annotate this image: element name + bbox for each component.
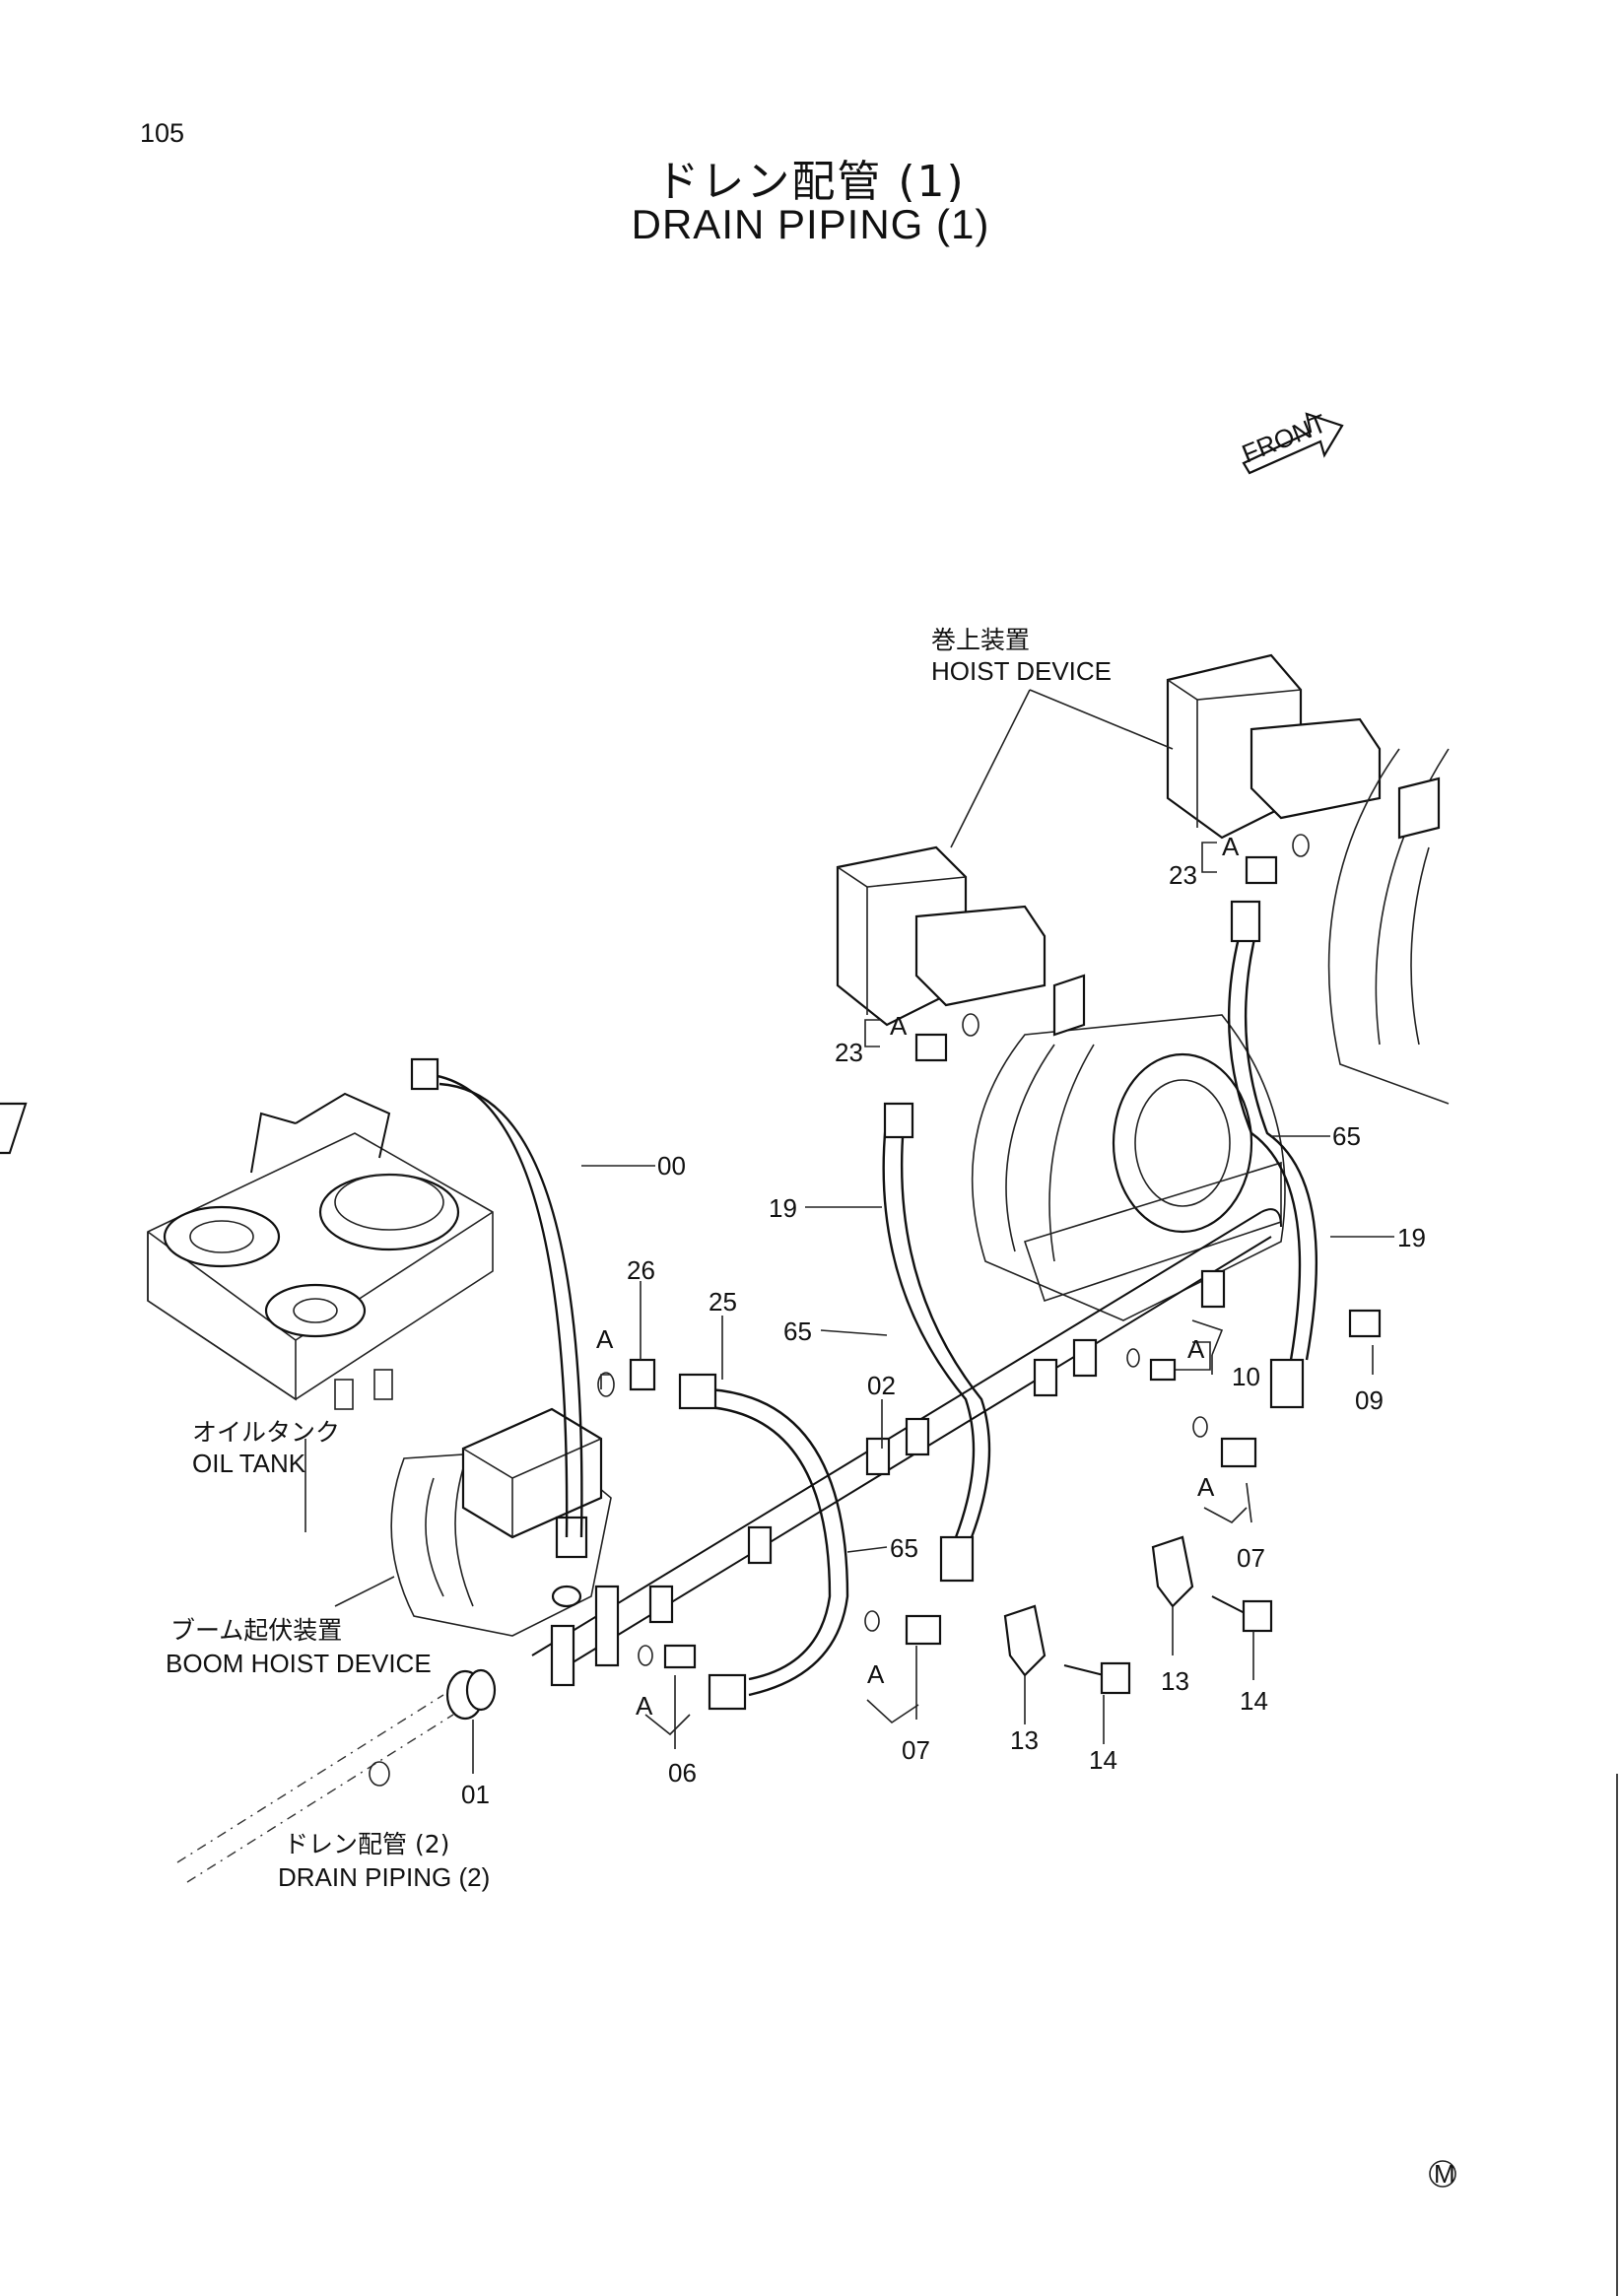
hose-19-left xyxy=(882,1102,991,1583)
detail-a-marker: A xyxy=(890,1011,908,1041)
part-number-label: 00 xyxy=(657,1151,686,1181)
plug-10 xyxy=(1126,1348,1177,1382)
detail-a-marker: A xyxy=(636,1691,653,1721)
part-number-label: 23 xyxy=(1169,860,1197,890)
corner-circle-m-icon: M xyxy=(1429,2159,1456,2189)
part-number-label: 14 xyxy=(1089,1745,1117,1775)
part-number-label: 06 xyxy=(668,1758,697,1788)
part-number-label: 09 xyxy=(1355,1385,1384,1415)
hose-25 xyxy=(678,1373,849,1711)
drain-pipe-2-drawing xyxy=(176,1668,497,1883)
part-number-label: 02 xyxy=(867,1371,896,1400)
hoist-device-left-drawing xyxy=(836,845,1286,1321)
clamp-13-left xyxy=(1003,1604,1047,1677)
detail-a-marker: A xyxy=(1187,1334,1205,1364)
part-number-label: 07 xyxy=(1237,1543,1265,1573)
part-number-label: 25 xyxy=(709,1287,737,1317)
fitting-23-right xyxy=(1245,834,1310,885)
part-number-label: 65 xyxy=(1332,1121,1361,1151)
hoist-device-label-en: HOIST DEVICE xyxy=(931,656,1112,686)
plug-09 xyxy=(1348,1309,1382,1338)
part-number-label: 10 xyxy=(1232,1362,1260,1391)
front-arrow-icon: FRONT xyxy=(1238,408,1344,475)
hose-19-right xyxy=(1228,900,1318,1409)
part-number-label: 13 xyxy=(1161,1666,1189,1696)
detail-a-marker: A xyxy=(867,1659,885,1689)
fitting-06 xyxy=(638,1644,697,1669)
drain-pipe-02-drawing xyxy=(531,1208,1282,1687)
fitting-26 xyxy=(597,1358,656,1397)
part-number-label: 19 xyxy=(1397,1223,1426,1252)
page-title-jp: ドレン配管 (1) xyxy=(655,157,966,207)
bolt-14-left xyxy=(1063,1661,1131,1695)
front-label: FRONT xyxy=(1238,408,1330,468)
detail-a-marker: A xyxy=(1222,832,1240,861)
part-number-label: 14 xyxy=(1240,1686,1268,1716)
margin-line xyxy=(1616,1774,1618,2296)
oil-tank-drawing xyxy=(0,1092,494,1410)
leader-lines xyxy=(304,689,1394,1774)
fitting-07-upper xyxy=(1192,1416,1257,1468)
boom-hoist-label-jp: ブーム起伏装置 xyxy=(170,1616,342,1645)
drain-piping-2-label-en: DRAIN PIPING (2) xyxy=(278,1862,490,1892)
bolt-14-right xyxy=(1211,1595,1273,1633)
fitting-23-left xyxy=(914,1013,979,1062)
callout-labels: 巻上装置 HOIST DEVICE オイルタンク OIL TANK ブーム起伏装… xyxy=(166,626,1426,1892)
oil-tank-label-en: OIL TANK xyxy=(192,1449,306,1478)
part-number-label: 23 xyxy=(835,1038,863,1067)
part-number-label: 19 xyxy=(769,1193,797,1223)
boom-hoist-label-en: BOOM HOIST DEVICE xyxy=(166,1649,432,1678)
detail-a-marker: A xyxy=(596,1324,614,1354)
part-number-label: 01 xyxy=(461,1780,490,1809)
drain-piping-2-label-jp: ドレン配管 (2) xyxy=(284,1830,449,1858)
part-number-label: 26 xyxy=(627,1255,655,1285)
part-number-label: 65 xyxy=(783,1317,812,1346)
fitting-07-lower xyxy=(864,1610,942,1646)
part-number-label: 07 xyxy=(902,1735,930,1765)
oil-tank-label-jp: オイルタンク xyxy=(192,1418,340,1447)
part-number-label: 13 xyxy=(1010,1725,1039,1755)
detail-a-marker: A xyxy=(1197,1472,1215,1502)
page-number: 105 xyxy=(140,118,185,148)
page-title-en: DRAIN PIPING (1) xyxy=(631,201,990,247)
hoist-device-right-drawing xyxy=(1166,653,1450,1105)
corner-mark-label: M xyxy=(1434,2159,1455,2189)
part-number-label: 65 xyxy=(890,1533,918,1563)
clamp-13-right xyxy=(1151,1535,1194,1608)
hoist-device-label-jp: 巻上装置 xyxy=(931,626,1030,654)
hose-00 xyxy=(410,1057,583,1538)
